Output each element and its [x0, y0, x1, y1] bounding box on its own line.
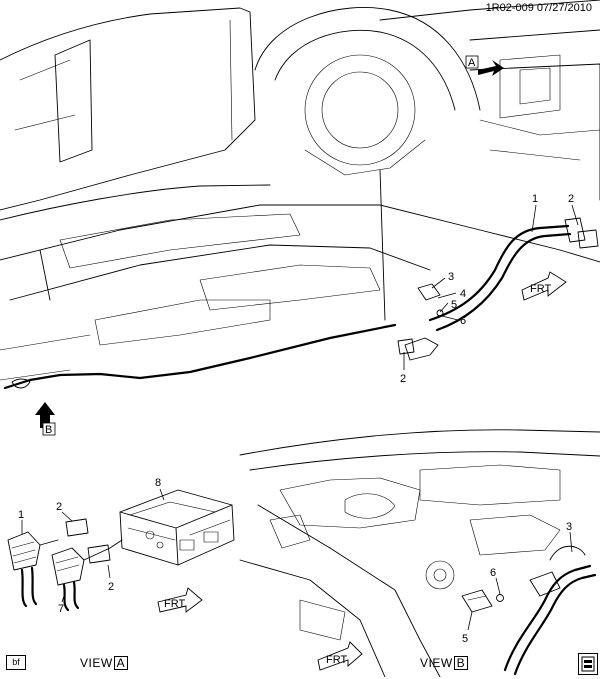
- svg-text:B: B: [45, 424, 52, 436]
- vehicle-body-outline: [0, 0, 600, 390]
- view-a-connector-7: [51, 539, 123, 612]
- callout-3-view-b: 3: [566, 521, 572, 533]
- view-b-letter: B: [453, 656, 469, 670]
- callout-5-main: 5: [451, 299, 457, 311]
- callout-5-view-b: 5: [462, 633, 468, 645]
- callout-2-view-a-upper: 2: [56, 501, 62, 513]
- callout-2-main-upper: 2: [568, 193, 574, 205]
- callout-4-main: 4: [460, 288, 466, 300]
- callout-8-view-a: 8: [155, 477, 161, 489]
- view-a-callouts: 8 1 2 2 7: [18, 477, 165, 615]
- view-a-power-inverter-module: [119, 489, 235, 566]
- callout-1-main: 1: [532, 193, 538, 205]
- callout-6-view-b: 6: [490, 567, 496, 579]
- front-direction-arrow-view-a: FRT: [157, 587, 203, 613]
- view-a-seal-gaskets: [65, 518, 111, 564]
- front-direction-arrow-view-b: FRT: [317, 641, 363, 671]
- diagram-reference-code: 1R02-009 07/27/2010: [485, 2, 592, 14]
- view-a-connector-1: [7, 531, 59, 608]
- publication-logo-icon: [578, 653, 598, 675]
- view-b-callouts: 3 6 5: [462, 521, 573, 645]
- front-direction-arrow-main: FRT: [521, 271, 567, 301]
- bf-label: bf: [6, 655, 26, 670]
- callout-3-main: 3: [448, 271, 454, 283]
- callout-7-view-a: 7: [58, 603, 64, 615]
- view-b-word: VIEW: [420, 656, 453, 670]
- svg-text:FRT: FRT: [326, 654, 347, 666]
- callout-2-view-a-lower: 2: [108, 581, 114, 593]
- callout-2-main-lower: 2: [400, 373, 406, 385]
- view-a-word: VIEW: [80, 656, 113, 670]
- view-b-pointer-arrow: B: [35, 402, 56, 436]
- svg-text:FRT: FRT: [164, 598, 185, 610]
- callout-6-main: 6: [460, 315, 466, 327]
- callout-1-view-a: 1: [18, 509, 24, 521]
- svg-text:FRT: FRT: [530, 283, 551, 295]
- view-b-underbody-detail: [239, 429, 600, 677]
- view-a-letter: A: [113, 656, 129, 670]
- svg-text:A: A: [468, 57, 476, 69]
- view-a-pointer-arrow: A: [465, 55, 504, 76]
- main-view-callouts: 1 2 2 3 4 5 6: [400, 193, 579, 385]
